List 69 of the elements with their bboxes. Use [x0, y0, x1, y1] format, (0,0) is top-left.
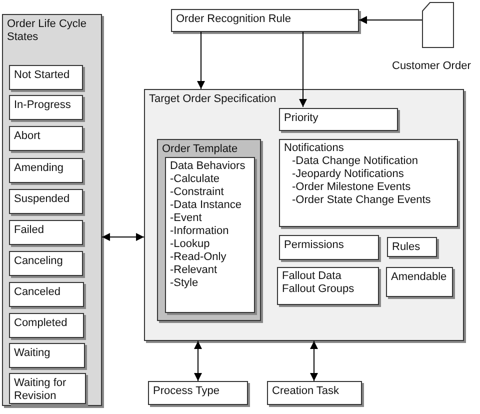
node-text: -Event — [170, 212, 203, 225]
node-text: Waiting — [14, 347, 52, 360]
node-text: Target Order Specification — [149, 93, 278, 106]
node-text: -Order Milestone Events — [291, 181, 412, 194]
node-text: Permissions — [284, 239, 345, 252]
process-box — [279, 108, 398, 131]
process-box — [9, 158, 83, 183]
process-box — [279, 139, 458, 227]
node-text: Canceling — [14, 255, 64, 268]
node-text: Canceled — [14, 286, 62, 299]
node-text: -Style — [170, 277, 200, 290]
node-text: Amending — [14, 162, 65, 175]
process-box — [387, 237, 437, 257]
node-text: -Data Instance — [170, 199, 243, 212]
process-box — [9, 251, 83, 276]
process-box — [9, 343, 85, 368]
node-text: Order Template — [162, 143, 239, 156]
process-box — [9, 126, 83, 151]
node-text: -Calculate — [170, 173, 221, 186]
node-text: Failed — [14, 224, 45, 237]
node-text: Order Life Cycle States — [7, 18, 88, 44]
node-text: Creation Task — [272, 385, 340, 398]
node-text: Completed — [14, 317, 68, 330]
process-box — [165, 157, 255, 313]
process-box — [148, 381, 248, 405]
process-box — [267, 381, 362, 405]
node-text: -Lookup — [170, 238, 211, 251]
node-text: In-Progress — [14, 99, 72, 112]
group-box — [157, 139, 261, 321]
node-text: Fallout Groups — [282, 283, 356, 296]
node-text: -Relevant — [170, 264, 218, 277]
arrow — [102, 233, 144, 241]
node-text: Process Type — [153, 385, 220, 398]
process-box — [9, 373, 86, 404]
node-text: Priority — [284, 112, 320, 125]
node-caption: Customer Order — [392, 59, 471, 74]
node-text: -Information — [170, 225, 230, 238]
arrow — [310, 340, 318, 382]
container-panel — [144, 89, 464, 341]
node-text: Waiting for Revision — [14, 377, 68, 403]
process-box — [279, 235, 379, 260]
node-text: Suspended — [14, 193, 71, 206]
node-text: -Data Change Notification — [291, 155, 419, 168]
node-text: Amendable — [391, 271, 448, 284]
node-text: -Constraint — [170, 186, 225, 199]
node-text: Fallout Data — [282, 270, 342, 283]
node-text: Abort — [14, 130, 42, 143]
node-text: Not Started — [14, 69, 71, 82]
process-box — [171, 9, 359, 32]
arrow — [299, 32, 307, 108]
arrow — [194, 340, 202, 382]
process-box — [9, 95, 83, 120]
arrow — [197, 32, 205, 90]
node-text: -Read-Only — [170, 251, 228, 264]
node-text: Order Recognition Rule — [176, 13, 292, 26]
process-box — [9, 65, 83, 90]
node-text: Rules — [392, 241, 422, 254]
process-box — [9, 220, 83, 245]
process-box — [277, 267, 379, 305]
node-text: Data Behaviors — [170, 160, 246, 173]
process-box — [386, 267, 453, 297]
process-box — [9, 313, 84, 338]
container-panel — [2, 14, 102, 406]
node-text: Notifications — [284, 142, 345, 155]
process-box — [9, 282, 84, 307]
arrow — [358, 16, 422, 24]
node-text: -Order State Change Events — [291, 194, 432, 207]
process-box — [9, 189, 83, 214]
node-text: -Jeopardy Notifications — [291, 168, 405, 181]
